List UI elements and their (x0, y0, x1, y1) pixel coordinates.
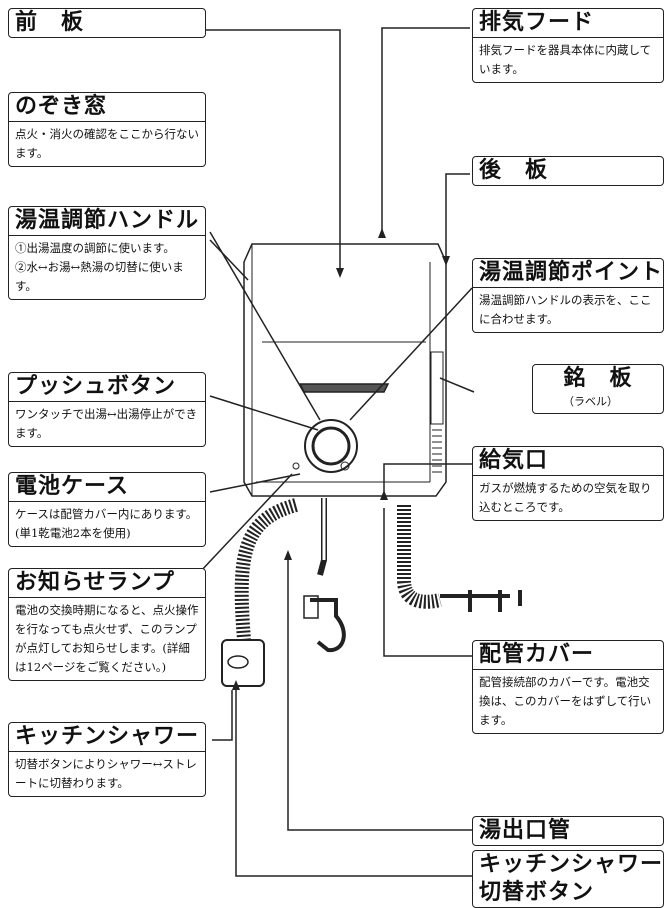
label-pipe-cover: 配管カバー 配管接続部のカバーです。電池交換は、このカバーをはずして行います。 (472, 640, 664, 734)
label-notice-lamp: お知らせランプ 電池の交換時期になると、点火操作を行なっても点火せず、このランプ… (8, 568, 206, 681)
label-kitchen-shower: キッチンシャワー 切替ボタンによりシャワー↔ストレートに切替わります。 (8, 722, 206, 797)
label-front-panel-title: 前 板 (15, 10, 85, 35)
label-push-button-desc: ワンタッチで出湯↔出湯停止ができます。 (15, 407, 198, 440)
label-name-plate: 銘 板 （ラベル） (532, 364, 664, 414)
label-battery-case: 電池ケース ケースは配管カバー内にあります。(単1乾電池2本を使用) (8, 472, 206, 547)
label-back-panel: 後 板 (472, 156, 664, 186)
label-notice-lamp-desc: 電池の交換時期になると、点火操作を行なっても点火せず、このランプが点灯してお知ら… (15, 603, 199, 674)
peep-window (298, 383, 390, 393)
label-exhaust-hood: 排気フード 排気フードを器具本体に内蔵しています。 (472, 8, 664, 83)
gas-hose (397, 505, 442, 609)
label-kitchen-shower-title: キッチンシャワー (9, 723, 205, 752)
label-temp-handle: 湯温調節ハンドル ①出湯温度の調節に使います。 ②水↔お湯↔熱湯の切替に使います… (8, 206, 206, 300)
label-air-intake: 給気口 ガスが燃焼するための空気を取り込むところです。 (472, 446, 664, 521)
label-temp-point-title: 湯温調節ポイント (473, 259, 663, 288)
label-shower-switch-title-1: キッチンシャワー (479, 852, 664, 877)
label-pipe-cover-title: 配管カバー (473, 641, 663, 670)
label-push-button: プッシュボタン ワンタッチで出湯↔出湯停止ができます。 (8, 372, 206, 447)
label-shower-switch: キッチンシャワー 切替ボタン (472, 850, 664, 908)
label-kitchen-shower-desc: 切替ボタンによりシャワー↔ストレートに切替わります。 (15, 757, 197, 790)
label-temp-handle-title: 湯温調節ハンドル (9, 207, 205, 236)
label-exhaust-hood-title: 排気フード (473, 9, 663, 38)
label-push-button-title: プッシュボタン (9, 373, 205, 402)
label-battery-case-title: 電池ケース (9, 473, 205, 502)
name-plate (430, 351, 444, 425)
label-air-intake-desc: ガスが燃焼するための空気を取り込むところです。 (479, 481, 652, 514)
shower-head (221, 639, 265, 687)
notice-lamp-dot (292, 462, 300, 470)
heater-body (243, 243, 447, 497)
label-temp-point-desc: 湯温調節ハンドルの表示を、ここに合わせます。 (479, 293, 652, 326)
temp-dial (304, 419, 358, 473)
shower-hose (234, 498, 298, 641)
label-peep-window-title: のぞき窓 (9, 93, 205, 122)
push-button-face (311, 426, 351, 466)
label-peep-window-desc: 点火・消火の確認をここから行ないます。 (15, 127, 199, 160)
label-temp-point: 湯温調節ポイント 湯温調節ハンドルの表示を、ここに合わせます。 (472, 258, 664, 333)
label-battery-case-desc: ケースは配管カバー内にあります。(単1乾電池2本を使用) (15, 507, 198, 540)
label-outlet-pipe: 湯出口管 (472, 816, 664, 846)
label-outlet-pipe-title: 湯出口管 (479, 818, 572, 843)
label-pipe-cover-desc: 配管接続部のカバーです。電池交換は、このカバーをはずして行います。 (479, 675, 652, 727)
label-air-intake-title: 給気口 (473, 447, 663, 476)
label-front-panel: 前 板 (8, 8, 206, 38)
label-temp-handle-desc-2: ②水↔お湯↔熱湯の切替に使います。 (15, 260, 184, 293)
label-shower-switch-title-2: 切替ボタン (479, 880, 595, 905)
label-name-plate-sub: （ラベル） (563, 395, 618, 408)
label-name-plate-title: 銘 板 (563, 366, 633, 391)
label-back-panel-title: 後 板 (479, 158, 549, 183)
label-peep-window: のぞき窓 点火・消火の確認をここから行ないます。 (8, 92, 206, 167)
label-notice-lamp-title: お知らせランプ (9, 569, 205, 598)
label-exhaust-hood-desc: 排気フードを器具本体に内蔵しています。 (479, 43, 652, 76)
label-temp-handle-desc-1: ①出湯温度の調節に使います。 (15, 241, 175, 255)
